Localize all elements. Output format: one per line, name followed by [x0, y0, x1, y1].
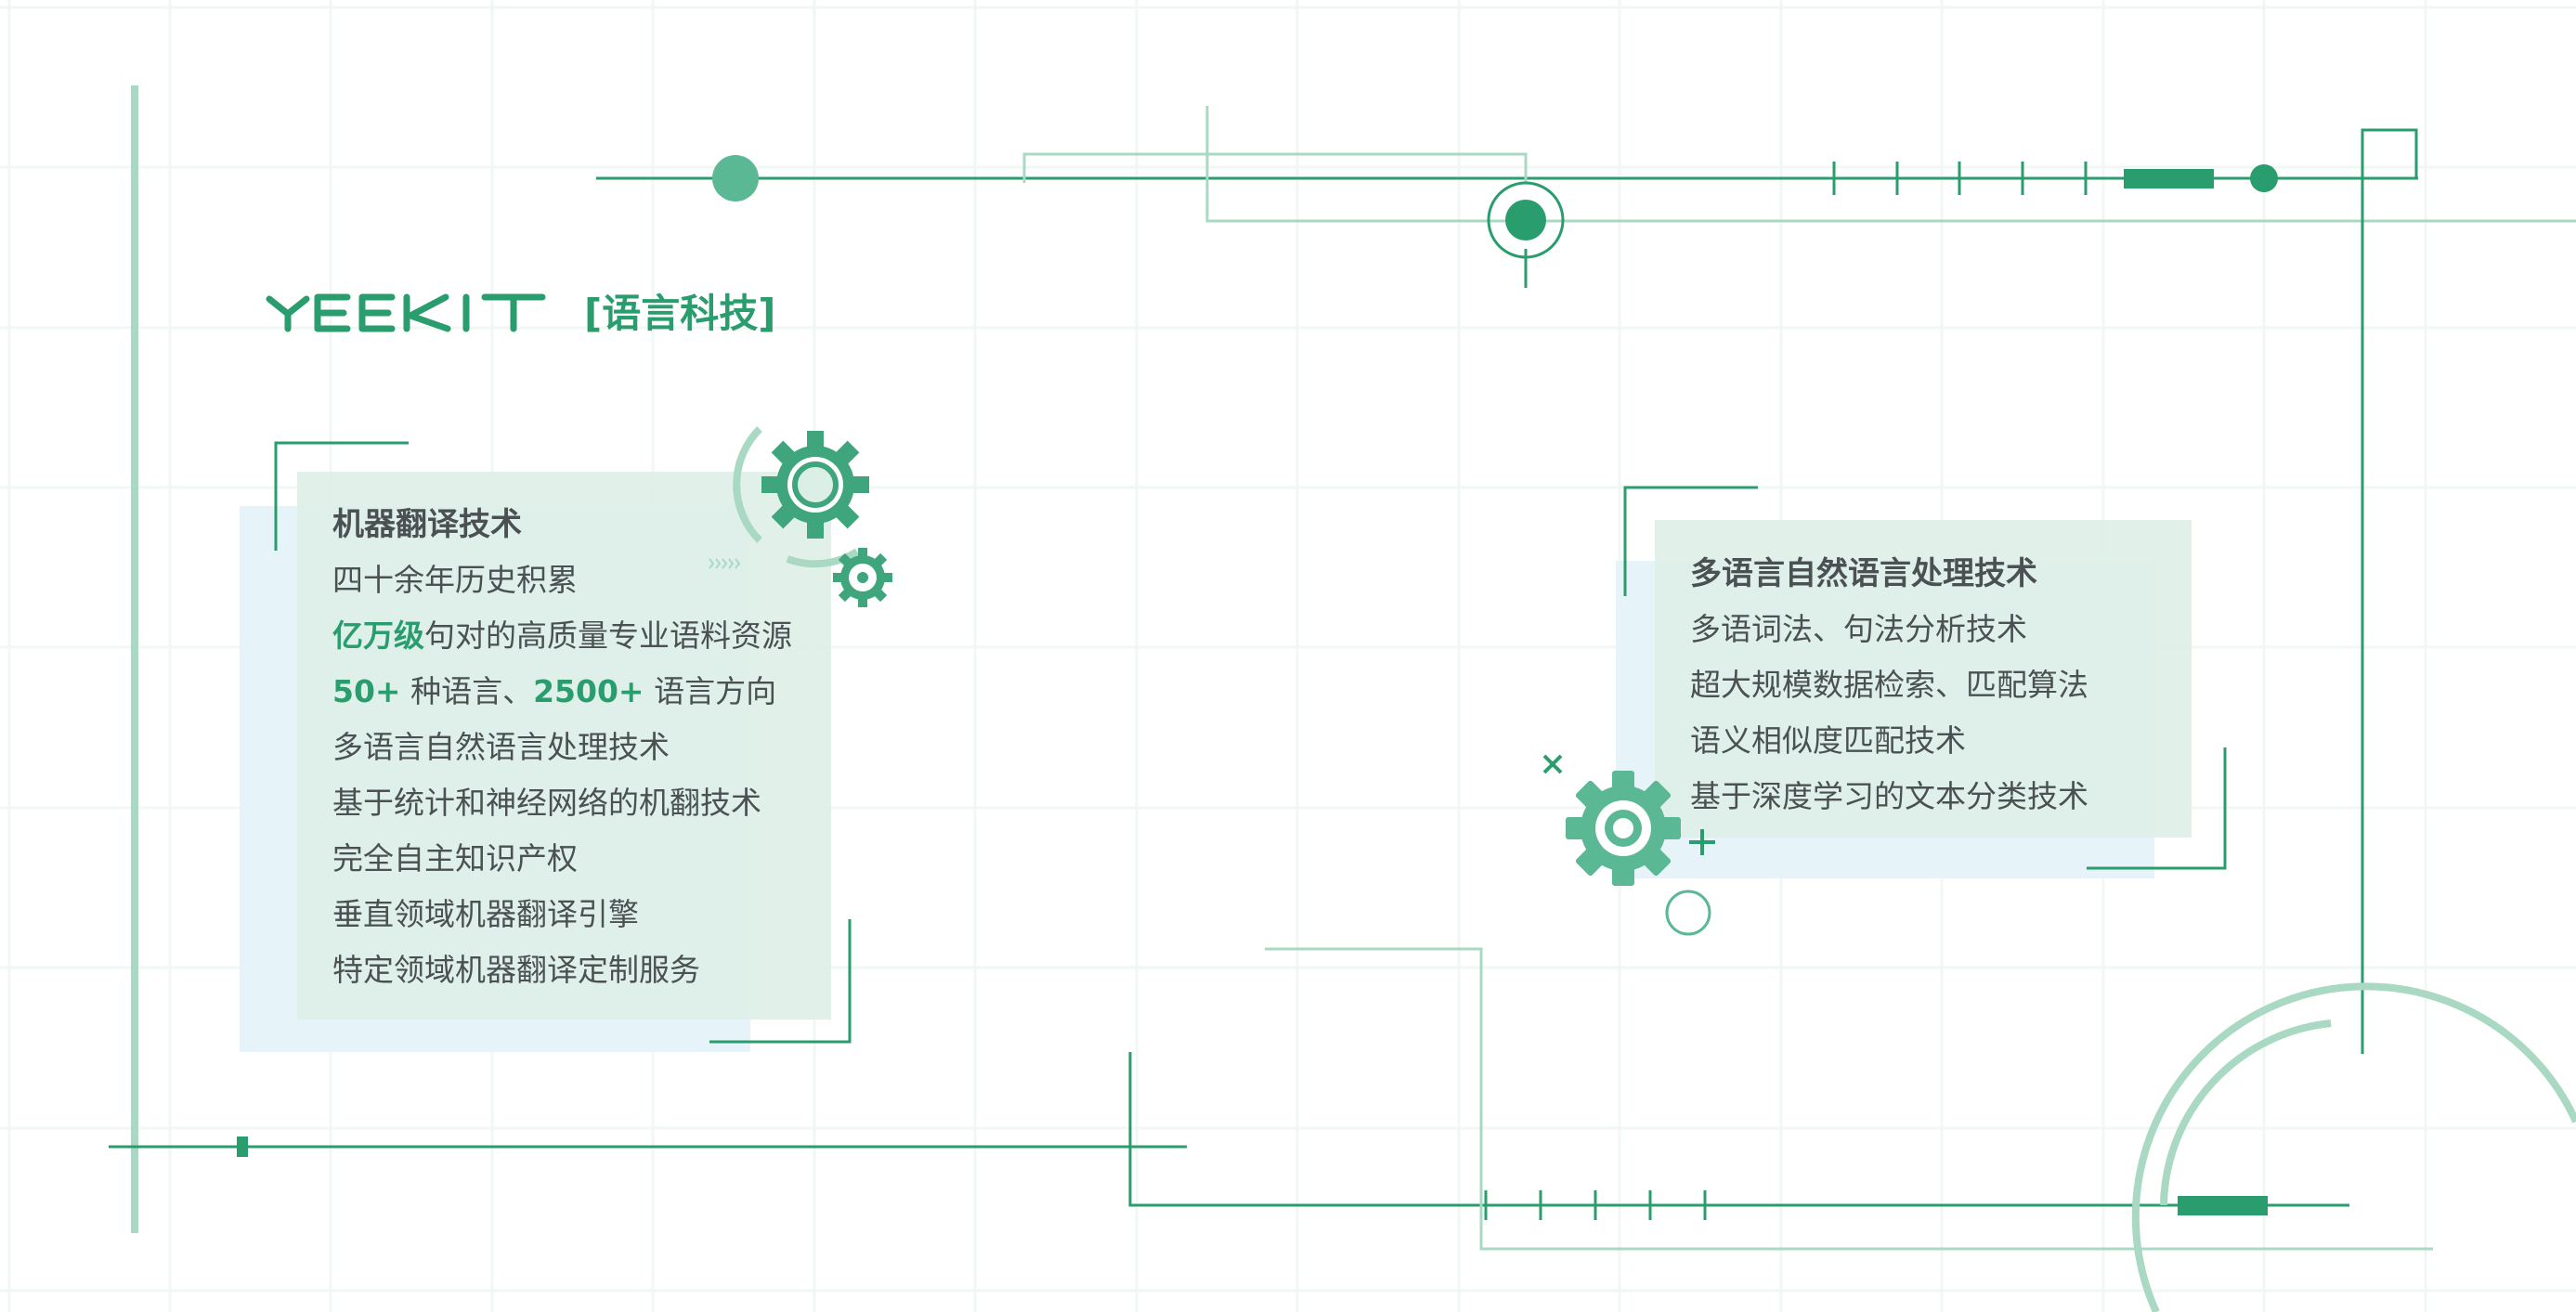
right-panel-corner-br — [2087, 747, 2227, 870]
logo: [语言科技] — [266, 290, 823, 345]
top-dot-large — [712, 155, 759, 201]
top-bracket-2 — [1205, 106, 2576, 223]
right-panel-item: 语义相似度匹配技术 — [1690, 722, 1966, 759]
right-panel-title: 多语言自然语言处理技术 — [1690, 555, 2037, 592]
logo-tagline: [语言科技] — [584, 291, 776, 336]
left-panel-corner-tl — [274, 441, 409, 551]
right-panel-bg-green — [1655, 520, 2192, 838]
right-panel-item: 基于深度学习的文本分类技术 — [1690, 778, 2088, 814]
left-panel-corner-br — [709, 919, 852, 1044]
top-bracket — [1022, 152, 1528, 183]
bottom-mid-bracket-2 — [1265, 947, 2433, 1251]
left-panel-item: 基于统计和神经网络的机翻技术 — [332, 785, 761, 821]
top-dot-small — [2250, 164, 2278, 192]
plus-icon — [1689, 829, 1715, 855]
right-panel-corner-tl — [1623, 486, 1758, 596]
close-icon — [1542, 754, 1563, 774]
left-panel-bg-green — [297, 472, 831, 1020]
bottom-ticks — [1484, 1190, 1707, 1220]
left-panel-item: 亿万级句对的高质量专业语料资源 — [332, 617, 792, 654]
chevrons-icon — [709, 558, 741, 569]
left-panel-item: 垂直领域机器翻译引擎 — [332, 896, 639, 932]
bottom-right-arc — [2131, 982, 2576, 1312]
bottom-left-marker — [237, 1137, 248, 1157]
gear-icon — [1566, 771, 1681, 886]
target-dot — [1505, 200, 1546, 240]
bottom-mid-bracket — [1128, 1052, 2349, 1207]
left-panel-item: 特定领域机器翻译定制服务 — [332, 952, 700, 988]
left-panel-item: 50+ 种语言、2500+ 语言方向 — [332, 673, 777, 709]
left-panel-item: 多语言自然语言处理技术 — [332, 729, 670, 765]
bottom-bar — [2178, 1196, 2268, 1215]
left-panel-item: 四十余年历史积累 — [332, 562, 578, 598]
right-panel-item: 超大规模数据检索、匹配算法 — [1690, 667, 2088, 703]
yeekit-wordmark — [266, 293, 546, 332]
left-panel: 机器翻译技术 四十余年历史积累 亿万级句对的高质量专业语料资源 50+ 种语言、… — [332, 497, 834, 1017]
top-bar — [2124, 169, 2214, 188]
right-panel-item: 多语词法、句法分析技术 — [1690, 611, 2027, 647]
left-panel-item: 完全自主知识产权 — [332, 840, 578, 877]
right-panel: 多语言自然语言处理技术 多语词法、句法分析技术 超大规模数据检索、匹配算法 语义… — [1690, 546, 2173, 834]
top-ticks — [1832, 162, 2088, 195]
top-right-square — [2361, 128, 2418, 180]
left-panel-title: 机器翻译技术 — [332, 506, 522, 543]
gear-icon — [833, 548, 892, 607]
bottom-right-arc-inner — [2160, 1020, 2332, 1206]
ring-icon — [1665, 890, 1711, 936]
